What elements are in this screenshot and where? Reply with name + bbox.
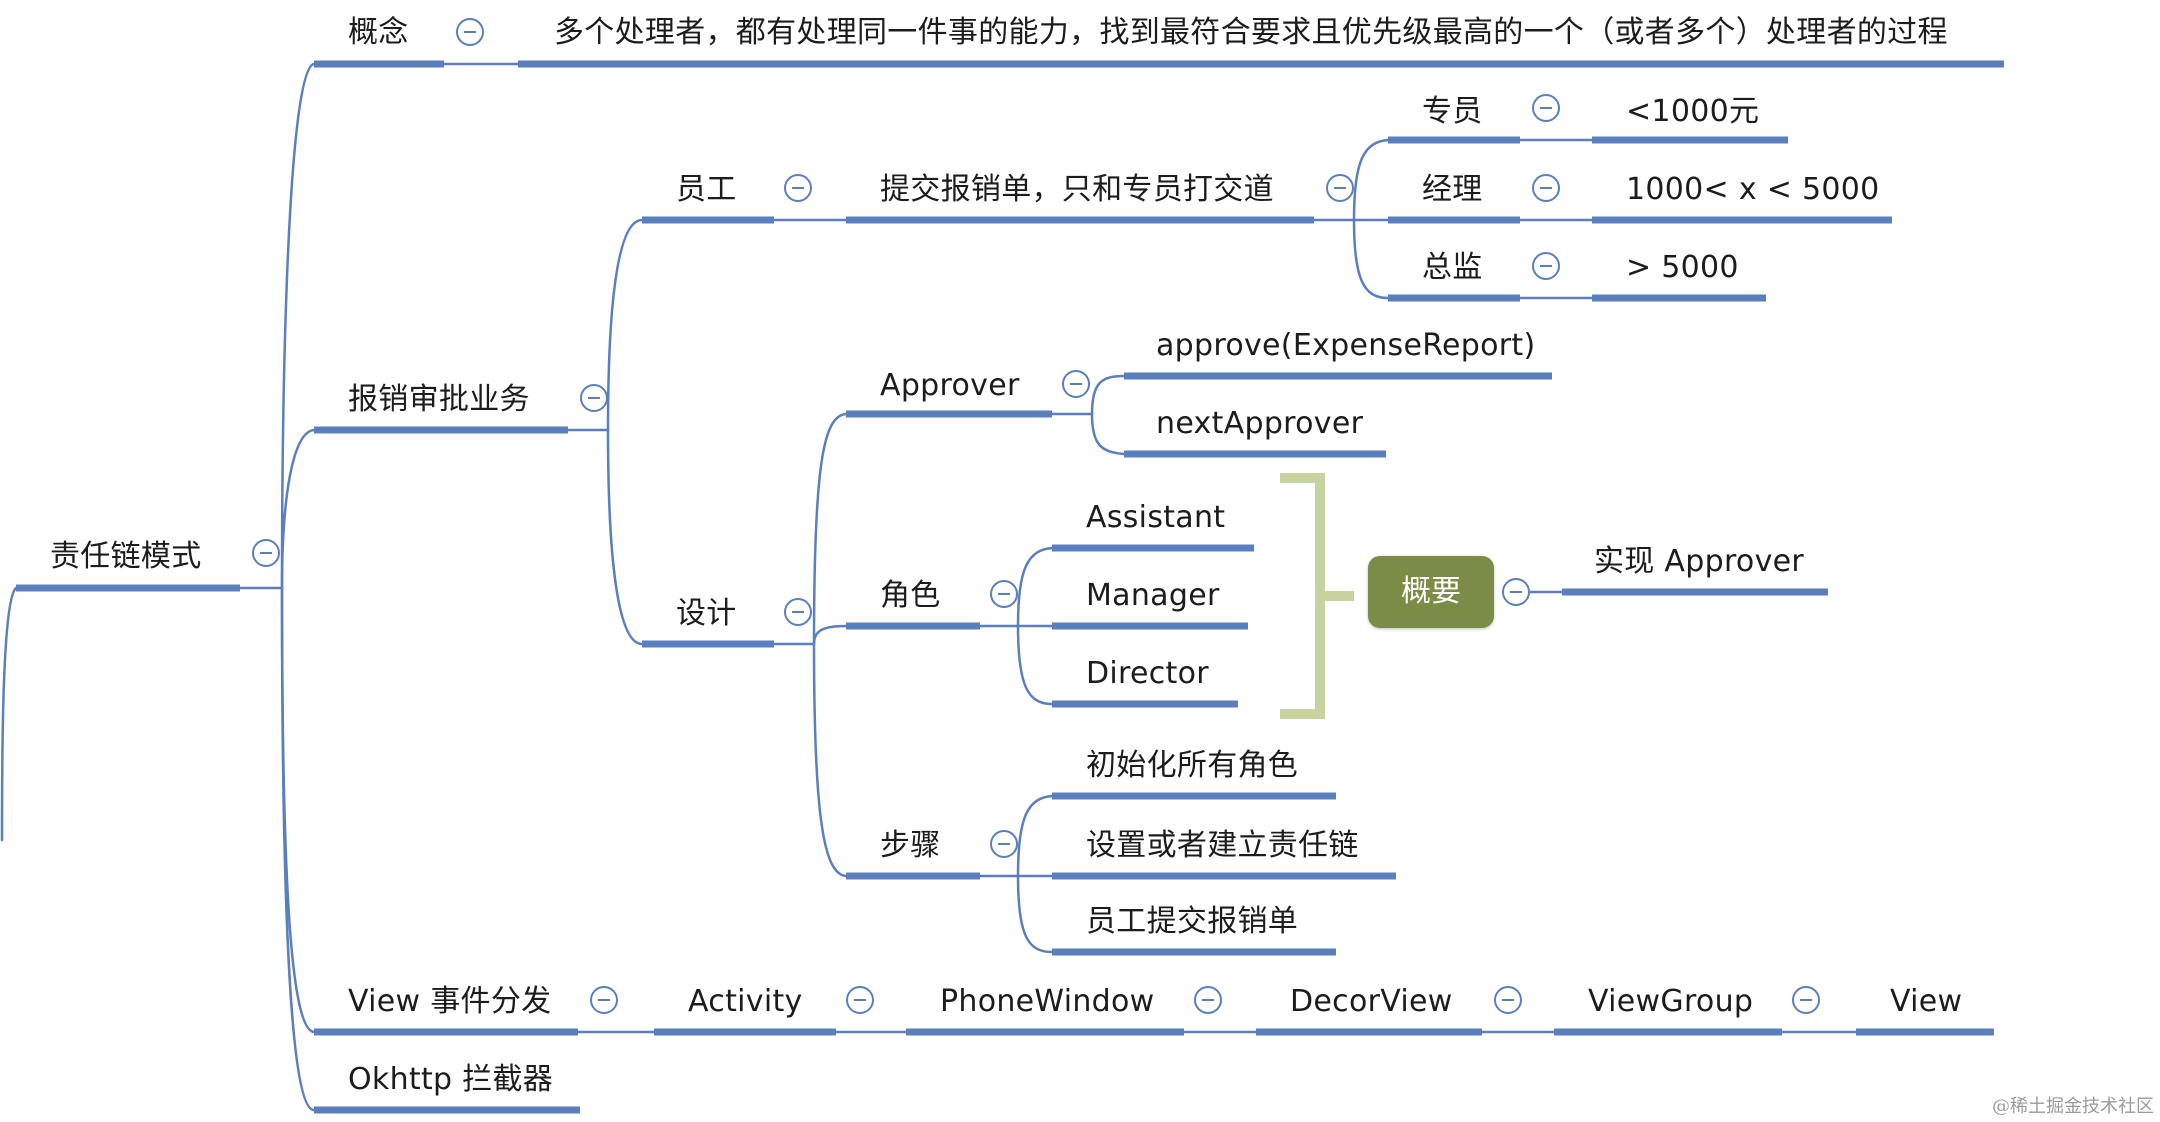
- collapse-viewgroup-toggle[interactable]: [1792, 986, 1820, 1014]
- edge-level-1: [1352, 138, 1390, 222]
- edge-view: [280, 586, 316, 1034]
- roles-node[interactable]: 角色: [880, 578, 941, 613]
- edge-root-left: [0, 586, 18, 842]
- concept-node[interactable]: 概念: [348, 15, 409, 50]
- edge-approve-method: [1090, 374, 1126, 416]
- collapse-activity-toggle[interactable]: [846, 986, 874, 1014]
- role-director[interactable]: Director: [1086, 656, 1209, 691]
- edge-step-1: [1016, 794, 1054, 878]
- view-dispatch-node[interactable]: View 事件分发: [348, 984, 552, 1019]
- edge-steps: [812, 642, 848, 878]
- step-3[interactable]: 员工提交报销单: [1086, 904, 1299, 939]
- steps-node[interactable]: 步骤: [880, 828, 941, 863]
- level-range-1[interactable]: <1000元: [1626, 94, 1760, 129]
- collapse-steps-toggle[interactable]: [990, 830, 1018, 858]
- edge-approver: [812, 412, 848, 646]
- collapse-level-2-toggle[interactable]: [1532, 174, 1560, 202]
- role-assistant[interactable]: Assistant: [1086, 500, 1226, 535]
- edge-next-approver: [1090, 412, 1126, 456]
- root-node[interactable]: 责任链模式: [50, 539, 202, 574]
- step-1[interactable]: 初始化所有角色: [1086, 748, 1299, 783]
- summary-node[interactable]: 概要: [1368, 556, 1494, 628]
- chain-decorview[interactable]: DecorView: [1290, 984, 1453, 1019]
- level-role-1[interactable]: 专员: [1422, 94, 1483, 129]
- collapse-level-1-toggle[interactable]: [1532, 94, 1560, 122]
- edge-expense: [280, 428, 316, 590]
- employee-rule[interactable]: 提交报销单，只和专员打交道: [880, 172, 1274, 207]
- edge-concept: [280, 62, 316, 590]
- level-range-2[interactable]: 1000< x < 5000: [1626, 172, 1880, 207]
- employee-node[interactable]: 员工: [676, 172, 737, 207]
- approve-method[interactable]: approve(ExpenseReport): [1156, 328, 1536, 363]
- collapse-decorview-toggle[interactable]: [1494, 986, 1522, 1014]
- step-2[interactable]: 设置或者建立责任链: [1086, 828, 1359, 863]
- collapse-phonewindow-toggle[interactable]: [1194, 986, 1222, 1014]
- edge-employee: [606, 218, 644, 432]
- edge-okhttp: [280, 586, 316, 1112]
- chain-phonewindow[interactable]: PhoneWindow: [940, 984, 1155, 1019]
- level-range-3[interactable]: > 5000: [1626, 250, 1739, 285]
- collapse-employee-toggle[interactable]: [784, 174, 812, 202]
- collapse-roles-toggle[interactable]: [990, 580, 1018, 608]
- expense-node[interactable]: 报销审批业务: [348, 382, 530, 417]
- collapse-summary-toggle[interactable]: [1502, 578, 1530, 606]
- summary-bracket: [1280, 473, 1354, 719]
- edge-design: [606, 428, 644, 646]
- role-manager[interactable]: Manager: [1086, 578, 1220, 613]
- collapse-concept-toggle[interactable]: [456, 18, 484, 46]
- chain-viewgroup[interactable]: ViewGroup: [1588, 984, 1754, 1019]
- edge-assistant: [1016, 546, 1054, 628]
- watermark: @稀土掘金技术社区: [1992, 1096, 2154, 1117]
- edge-roles: [812, 624, 848, 646]
- next-approver[interactable]: nextApprover: [1156, 406, 1364, 441]
- edge-step-3: [1016, 874, 1054, 954]
- chain-activity[interactable]: Activity: [688, 984, 803, 1019]
- collapse-approver-toggle[interactable]: [1062, 370, 1090, 398]
- chain-view[interactable]: View: [1890, 984, 1963, 1019]
- level-role-3[interactable]: 总监: [1422, 250, 1483, 285]
- approver-node[interactable]: Approver: [880, 368, 1020, 403]
- level-role-2[interactable]: 经理: [1422, 172, 1483, 207]
- collapse-level-3-toggle[interactable]: [1532, 252, 1560, 280]
- collapse-view-toggle[interactable]: [590, 986, 618, 1014]
- collapse-design-toggle[interactable]: [784, 598, 812, 626]
- summary-text[interactable]: 实现 Approver: [1594, 544, 1805, 579]
- edge-director: [1016, 624, 1054, 706]
- okhttp-node[interactable]: Okhttp 拦截器: [348, 1062, 554, 1097]
- concept-text[interactable]: 多个处理者，都有处理同一件事的能力，找到最符合要求且优先级最高的一个（或者多个）…: [554, 15, 1948, 50]
- edge-level-3: [1352, 218, 1390, 300]
- design-node[interactable]: 设计: [676, 596, 737, 631]
- collapse-root-toggle[interactable]: [252, 539, 280, 567]
- collapse-expense-toggle[interactable]: [580, 384, 608, 412]
- collapse-rule-toggle[interactable]: [1326, 174, 1354, 202]
